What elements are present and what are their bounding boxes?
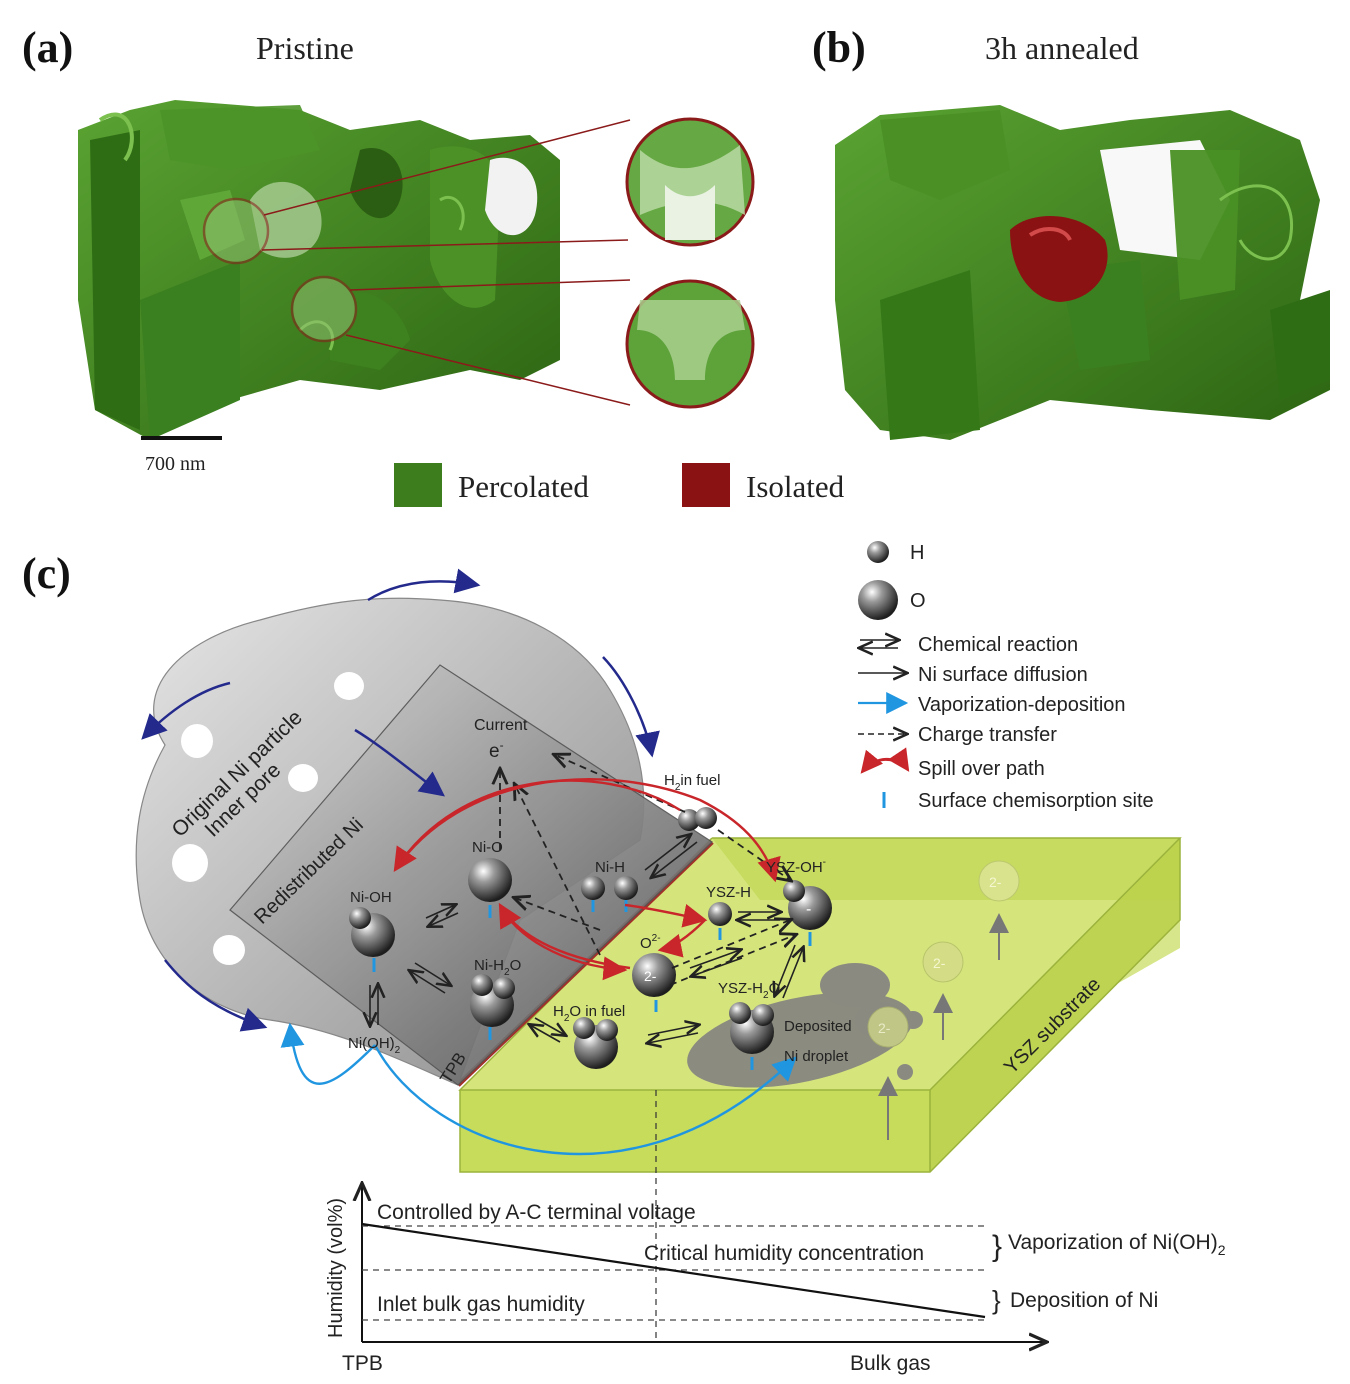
legend-isolated-label: Isolated [746,469,845,504]
label-current: Current [474,717,528,734]
graph-brace-top: } [992,1230,1002,1263]
graph-label-inlet: Inlet bulk gas humidity [377,1293,585,1316]
vaporization-arrows [280,1022,797,1156]
panel-b-title: 3h annealed [985,30,1139,66]
graph-brace-low: } [992,1285,1001,1315]
zoom-circles [202,117,755,409]
graph-ylabel: Humidity (vol%) [325,1198,347,1338]
molecules [349,807,832,1069]
panel-a-letter: (a) [22,23,74,72]
label-ysz-h2o: YSZ-H2O [718,980,780,1001]
label-h2o-in-fuel: H2O in fuel [553,1003,625,1024]
legend-vaporization-deposition: Vaporization-deposition [918,694,1126,716]
label-h2-in-fuel: H2in fuel [664,772,720,793]
panel-b-render [835,105,1330,440]
legend-o-label: O [910,590,926,612]
graph-humidity-gradient [361,1222,986,1319]
rotation-arrows [141,568,660,1032]
label-ysz-oh: YSZ-OH- [766,857,826,876]
spill-over-arrows [393,778,781,981]
panel-b-letter: (b) [812,23,866,72]
legend-h-label: H [910,542,924,564]
legend-charge-transfer: Charge transfer [918,724,1057,746]
chemical-reaction-arrows [370,835,803,1043]
graph-x-end: Bulk gas [850,1352,931,1375]
legend-percolated-swatch [394,463,442,507]
legend-o-ball [858,580,898,620]
legend-ni-surface-diffusion: Ni surface diffusion [918,664,1088,686]
label-bulk-ion-3: 2- [878,1020,891,1036]
graph-label-deposition: Deposition of Ni [1010,1289,1158,1312]
label-ni-droplet: Ni droplet [784,1048,849,1065]
graph-x-start: TPB [342,1352,383,1375]
label-ysz-oh-ball: - [806,901,811,918]
label-o2: O2- [640,933,661,952]
graph-label-vaporization: Vaporization of Ni(OH)2 [1008,1231,1226,1258]
label-ni-h: Ni-H [595,859,625,876]
label-electron: e- [489,738,504,762]
isolated-particle [1010,216,1108,302]
panel-a-title: Pristine [256,30,354,66]
legend-percolated-label: Percolated [458,469,589,504]
legend-ab [394,463,730,507]
label-ni-oh2: Ni(OH)2 [348,1035,401,1056]
legend-isolated-swatch [682,463,730,507]
label-bulk-ion-1: 2- [989,874,1002,890]
label-ni-h2o: Ni-H2O [474,957,521,978]
zoom-circle-1 [202,197,270,265]
graph-label-top: Controlled by A-C terminal voltage [377,1201,696,1224]
label-deposited: Deposited [784,1018,852,1035]
bulk-oxide-ions [867,860,1020,1140]
inner-pores [172,672,364,965]
graph-label-critical: Critical humidity concentration [644,1242,924,1265]
legend-spill-over-path: Spill over path [918,758,1045,780]
label-o2-ball: 2- [644,968,657,984]
panel-a-render [78,100,560,440]
legend-h-ball [867,541,889,563]
label-ni-oh: Ni-OH [350,889,392,906]
label-ysz-h: YSZ-H [706,884,751,901]
zoom-circle-2 [290,275,358,343]
humidity-graph: } } [362,1185,1045,1342]
label-ni-o: Ni-O [472,839,503,856]
legend-chemical-reaction: Chemical reaction [918,634,1078,656]
chemisorption-sites [372,900,812,1070]
label-bulk-ion-2: 2- [933,955,946,971]
panel-c-legend [858,541,910,808]
legend-surface-chemisorption-site: Surface chemisorption site [918,790,1154,812]
scale-bar-label: 700 nm [145,453,206,475]
panel-c-letter: (c) [22,549,71,598]
